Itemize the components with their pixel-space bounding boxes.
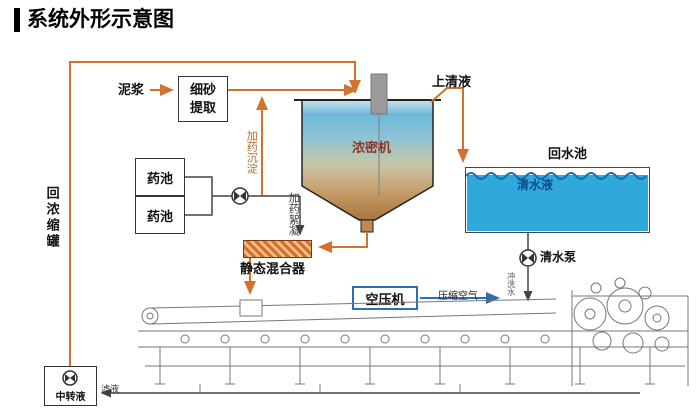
mud-label: 泥浆 [118, 82, 145, 97]
return-pool-tank [465, 167, 650, 233]
filtrate-label: 滤液 [101, 384, 120, 394]
pool-water-fill [467, 175, 648, 231]
flush-water-label: 冲洗水 [506, 272, 516, 296]
fine-sand-extractor-label: 细砂提取 [189, 82, 216, 115]
clear-water-pump-icon [519, 249, 537, 267]
chemical-tank-1-box: 药池 [135, 158, 185, 196]
return-pool-label: 回水池 [548, 146, 588, 161]
supernatant-label: 上清液 [432, 74, 472, 89]
clear-water-pump-label: 清水泵 [540, 250, 577, 264]
fine-sand-extractor-box: 细砂提取 [178, 76, 228, 122]
transfer-liquid-box: 中转液 [44, 366, 97, 406]
dosing-sedimentation-label: 加药沉淀 [245, 130, 258, 174]
pipes-orange [69, 61, 469, 366]
clear-water-label: 清水液 [517, 178, 554, 192]
air-compressor-label: 空压机 [365, 291, 405, 307]
page-title: 系统外形示意图 [14, 8, 174, 33]
static-mixer-label: 静态混合器 [240, 261, 306, 276]
chemical-tank-2-label: 药池 [146, 208, 173, 224]
thickener-label: 浓密机 [352, 140, 392, 155]
dosing-pump-icon [231, 187, 249, 205]
chemical-tank-1-label: 药池 [146, 170, 173, 186]
roller-stack [573, 277, 670, 354]
mixer-shaft [370, 73, 388, 115]
static-mixer-shape [243, 240, 312, 258]
feed-box [239, 299, 263, 317]
transfer-liquid-label: 中转液 [55, 392, 86, 403]
dosing-flocculation-label: 加药絮凝 [287, 192, 300, 236]
return-concentrator-label: 回浓缩罐 [44, 186, 60, 250]
compressed-air-label: 压缩空气 [438, 291, 478, 302]
air-compressor-box: 空压机 [352, 286, 418, 310]
chemical-tank-2-box: 药池 [135, 196, 185, 234]
